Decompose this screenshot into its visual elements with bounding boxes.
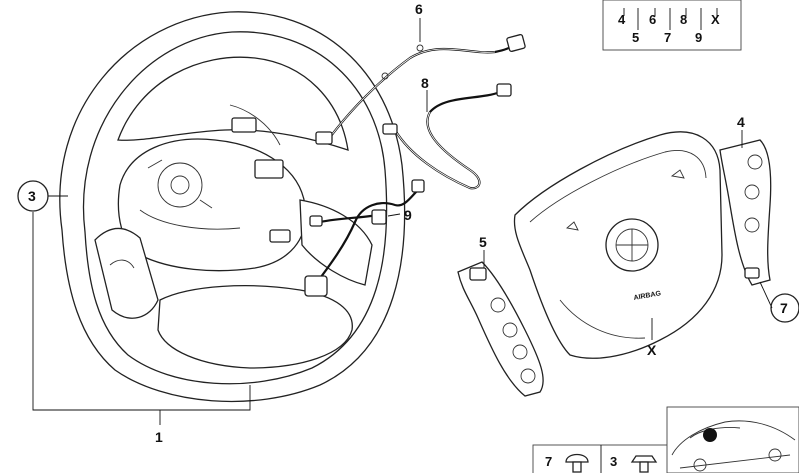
- legend-8: 8: [680, 12, 687, 27]
- steering-wheel[interactable]: [59, 11, 406, 403]
- cable-harness-8[interactable]: [382, 83, 512, 190]
- multifunction-switch-left[interactable]: [457, 261, 544, 397]
- leader-lines: [32, 18, 773, 425]
- callout-8: 8: [421, 75, 429, 91]
- wiring-harness-9[interactable]: [304, 179, 425, 297]
- fastener-7-label: 7: [545, 454, 552, 469]
- airbag-module[interactable]: AIRBAG: [513, 131, 723, 359]
- callout-X: X: [647, 342, 657, 358]
- legend-5: 5: [632, 30, 639, 45]
- callouts: 1 3 6 8 9 4 5 X 7: [17, 1, 799, 445]
- legend-9: 9: [695, 30, 702, 45]
- car-location-icon: [666, 406, 799, 473]
- wiring-harness-6[interactable]: [315, 33, 526, 145]
- callout-7: 7: [780, 300, 788, 316]
- callout-3-circle: [17, 180, 49, 212]
- legend-4: 4: [618, 12, 626, 27]
- airbag-label: AIRBAG: [633, 290, 662, 302]
- callout-4: 4: [737, 114, 745, 130]
- legend-7: 7: [664, 30, 671, 45]
- callout-1: 1: [155, 429, 163, 445]
- multifunction-switch-right[interactable]: [719, 139, 772, 286]
- legend-X: X: [711, 12, 720, 27]
- legend-6: 6: [649, 12, 656, 27]
- callout-9: 9: [404, 207, 412, 223]
- location-dot: [703, 428, 717, 442]
- oval-head-screw-icon: [565, 453, 589, 473]
- callout-3: 3: [28, 188, 36, 204]
- parts-legend: 4 6 8 X 5 7 9: [602, 0, 742, 51]
- callout-5: 5: [479, 234, 487, 250]
- callout-7-circle: [770, 293, 799, 323]
- fastener-box: 7 3: [532, 444, 669, 473]
- callout-6: 6: [415, 1, 423, 17]
- fastener-3-label: 3: [610, 454, 617, 469]
- hex-screw-icon: [630, 455, 658, 473]
